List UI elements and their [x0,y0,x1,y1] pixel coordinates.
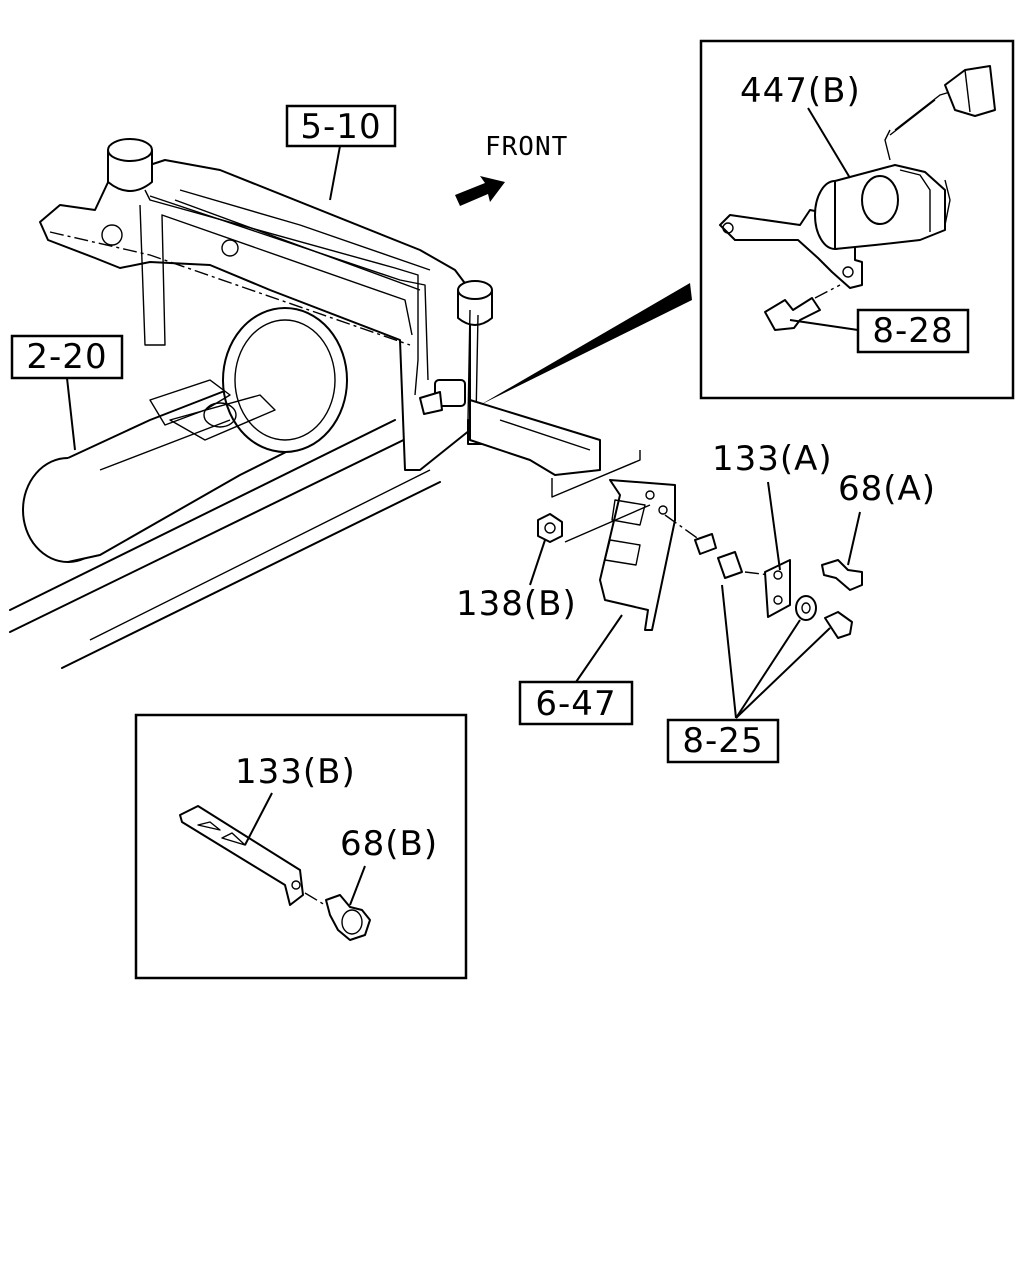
part-label-447b: 447(B) [740,71,861,111]
transmission-drawing [22,307,348,563]
ref-box-5-10 [285,104,397,148]
ref-box-8-25 [666,718,780,764]
ref-box-8-28 [856,308,970,354]
part-label-68a: 68(A) [838,469,936,509]
part-label-133a: 133(A) [712,439,833,479]
part-label-138b: 138(B) [456,584,577,624]
front-arrow [455,176,505,206]
bracket-133b-drawing [179,805,371,941]
part-label-68b: 68(B) [340,824,438,864]
ref-label-8-28: 8-28 [872,311,953,351]
ref-label-8-25: 8-25 [682,721,763,761]
ref-label-2-20: 2-20 [26,337,107,377]
sensor-drawing [719,65,996,331]
front-label: FRONT [485,132,568,162]
ref-label-5-10: 5-10 [300,107,381,147]
inset-frame-bracket [134,713,468,980]
chassis-frame-drawing [9,138,692,669]
ref-box-2-20 [10,334,124,380]
ref-label-6-47: 6-47 [535,684,616,724]
bracket-assembly-drawing [537,450,863,639]
part-label-133b: 133(B) [235,752,356,792]
ref-box-6-47 [518,680,634,726]
